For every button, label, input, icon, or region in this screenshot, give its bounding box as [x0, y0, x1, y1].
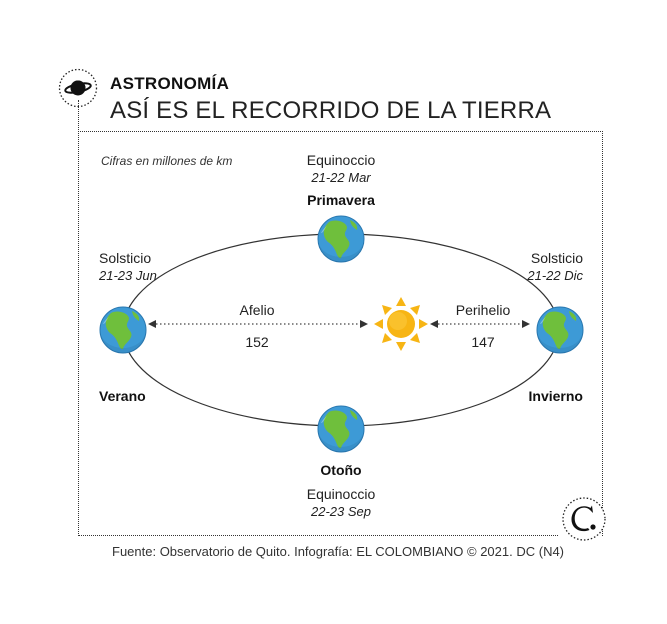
perihelion-value: 147 [471, 334, 495, 350]
aphelion-label: Afelio [239, 302, 275, 318]
spring-event: Equinoccio [306, 152, 376, 168]
el-colombiano-logo [562, 497, 606, 541]
earth-icon-spring [317, 215, 365, 263]
earth-icon-winter [536, 306, 584, 354]
earth-icon-summer [99, 306, 147, 354]
earth-icon-autumn [317, 405, 365, 453]
autumn-season: Otoño [320, 462, 362, 478]
summer-date: 21-23 Jun [99, 268, 157, 283]
frame-border [78, 131, 603, 536]
winter-season: Invierno [528, 388, 583, 404]
frame-connector [78, 100, 79, 132]
page-title: ASÍ ES EL RECORRIDO DE LA TIERRA [110, 97, 552, 124]
units-note: Cifras en millones de km [101, 154, 233, 168]
perihelion-label: Perihelio [455, 302, 511, 318]
winter-event: Solsticio [530, 250, 583, 266]
autumn-event: Equinoccio [306, 486, 376, 502]
source-footer: Fuente: Observatorio de Quito. Infografí… [112, 544, 565, 559]
spring-date: 21-22 Mar [311, 170, 371, 185]
spring-season: Primavera [307, 192, 375, 208]
sun-icon [374, 297, 428, 351]
aphelion-value: 152 [245, 334, 269, 350]
summer-season: Verano [99, 388, 146, 404]
summer-event: Solsticio [99, 250, 152, 266]
frame-bottom-border [78, 535, 558, 536]
winter-date: 21-22 Dic [527, 268, 583, 283]
section-label: ASTRONOMÍA [110, 74, 230, 93]
autumn-date: 22-23 Sep [311, 504, 371, 519]
